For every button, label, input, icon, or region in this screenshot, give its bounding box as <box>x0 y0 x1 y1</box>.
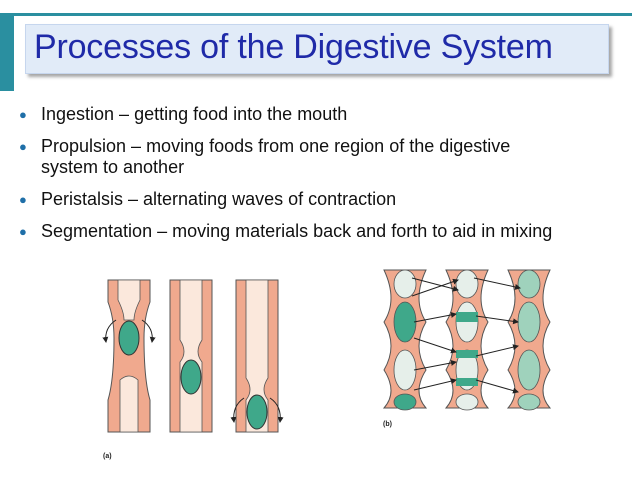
peristalsis-figure: (a) <box>102 279 284 460</box>
title-box: Processes of the Digestive System <box>25 24 609 74</box>
bullet-propulsion: ● Propulsion – moving foods from one reg… <box>18 136 541 178</box>
bullet-dot-icon: ● <box>19 192 27 207</box>
peristalsis-tube-1 <box>102 279 156 433</box>
peristalsis-tube-3 <box>230 279 284 433</box>
bullet-segmentation: ● Segmentation – moving materials back a… <box>18 221 611 242</box>
slide-title: Processes of the Digestive System <box>34 28 553 66</box>
bullet-peristalsis: ● Peristalsis – alternating waves of con… <box>18 189 618 210</box>
peristalsis-tube-2 <box>169 279 213 433</box>
bullet-text: Segmentation – moving materials back and… <box>41 221 553 241</box>
food-bolus <box>246 394 268 430</box>
food-bolus <box>118 320 140 356</box>
bullet-text: Propulsion – moving foods from one regio… <box>41 136 511 177</box>
bullet-text: Peristalsis – alternating waves of contr… <box>41 189 397 209</box>
bullet-list: ● Ingestion – getting food into the mout… <box>18 104 618 253</box>
bullet-dot-icon: ● <box>19 224 27 239</box>
bullet-dot-icon: ● <box>19 107 27 122</box>
header-side-bar <box>0 13 14 91</box>
figure-label-a: (a) <box>103 453 112 460</box>
header-rule <box>14 13 632 16</box>
bullet-dot-icon: ● <box>19 139 27 154</box>
segmentation-figure: (b) <box>382 269 552 428</box>
figure-label-b: (b) <box>383 421 392 428</box>
food-bolus <box>180 359 202 395</box>
bullet-ingestion: ● Ingestion – getting food into the mout… <box>18 104 618 125</box>
segmentation-arrows-2 <box>473 277 521 394</box>
segmentation-arrows-1 <box>411 277 459 391</box>
bullet-text: Ingestion – getting food into the mouth <box>41 104 348 124</box>
